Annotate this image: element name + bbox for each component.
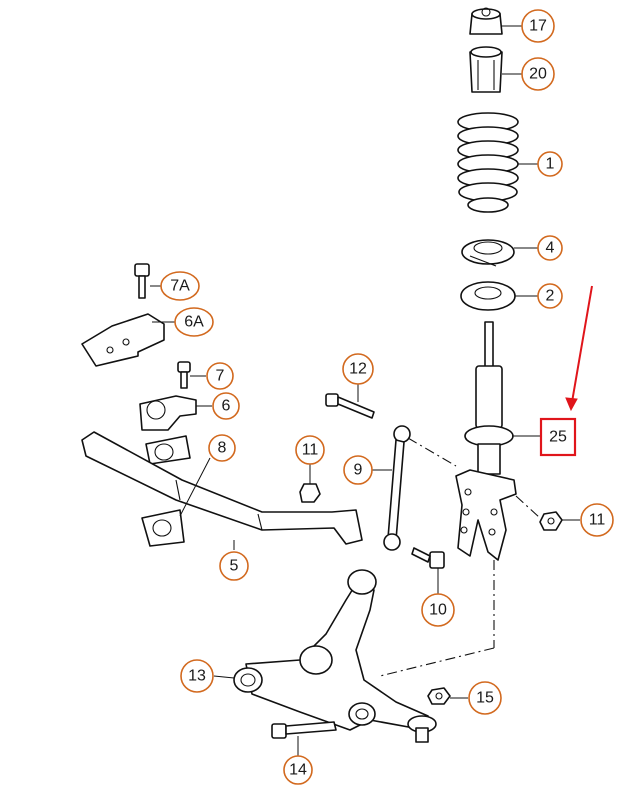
svg-text:6: 6 (222, 398, 231, 415)
callout-15: 15 (468, 681, 502, 715)
nut-15 (427, 687, 451, 705)
svg-text:15: 15 (476, 690, 494, 707)
bump-stop-17 (469, 7, 503, 35)
dust-boot-20 (469, 46, 503, 93)
stabilizer-bar-5 (81, 431, 363, 545)
bolt-7 (177, 361, 191, 389)
callout-14: 14 (283, 755, 313, 785)
callout-2: 2 (537, 283, 563, 309)
coupling-rod-9 (383, 425, 411, 551)
nut-10 (411, 547, 445, 569)
svg-text:9: 9 (354, 462, 363, 479)
nut-11-right (539, 511, 563, 531)
leader-lines (150, 25, 580, 756)
callout-8: 8 (208, 434, 236, 462)
callout-11-right: 11 (580, 503, 614, 537)
steering-knuckle (455, 469, 517, 561)
ball-joint (407, 715, 437, 743)
axis-line-arm (379, 647, 495, 677)
callout-5: 5 (219, 551, 249, 581)
control-arm (233, 569, 429, 731)
axis-line-rod (407, 437, 457, 467)
callout-10: 10 (421, 593, 455, 627)
svg-text:11: 11 (302, 442, 319, 459)
callout-4: 4 (537, 235, 563, 261)
callout-9: 9 (343, 455, 373, 485)
svg-text:14: 14 (289, 762, 307, 779)
svg-text:4: 4 (546, 240, 555, 257)
shock-absorber (464, 321, 514, 475)
callout-7A: 7A (160, 271, 200, 301)
svg-text:12: 12 (349, 361, 367, 378)
callout-6: 6 (212, 392, 240, 420)
callout-25-highlighted: 25 (539, 417, 577, 457)
callout-17: 17 (521, 9, 555, 43)
rubber-bushing-8 (145, 435, 191, 465)
svg-text:7: 7 (216, 368, 225, 385)
svg-text:13: 13 (188, 668, 206, 685)
spring-plate-2 (460, 281, 516, 311)
spring-seat-4 (461, 239, 515, 267)
svg-text:5: 5 (230, 558, 239, 575)
coil-spring-1 (457, 112, 519, 213)
callout-7: 7 (206, 362, 234, 390)
nut-11-left (299, 483, 321, 503)
callout-6A: 6A (174, 307, 214, 337)
svg-text:10: 10 (429, 602, 447, 619)
callout-1: 1 (537, 151, 563, 177)
svg-text:25: 25 (549, 429, 567, 446)
svg-text:17: 17 (529, 18, 547, 35)
svg-text:6A: 6A (184, 314, 204, 331)
axis-line-nut (515, 495, 541, 519)
callout-12: 12 (342, 353, 374, 385)
highlight-arrow (565, 285, 593, 412)
bolt-7A (134, 263, 150, 299)
bolt-12 (325, 393, 375, 419)
callout-11-left: 11 (295, 435, 325, 465)
clamp-6 (139, 395, 197, 431)
callout-13: 13 (180, 659, 214, 693)
svg-text:2: 2 (546, 288, 555, 305)
bushing-lower (141, 509, 185, 547)
svg-text:11: 11 (589, 512, 606, 529)
svg-text:8: 8 (218, 440, 227, 457)
callout-20: 20 (521, 57, 555, 91)
bolt-14 (271, 721, 337, 739)
svg-text:7A: 7A (170, 278, 190, 295)
svg-text:20: 20 (529, 66, 547, 83)
svg-text:1: 1 (546, 156, 555, 173)
clamp-bracket-6A (81, 313, 165, 367)
